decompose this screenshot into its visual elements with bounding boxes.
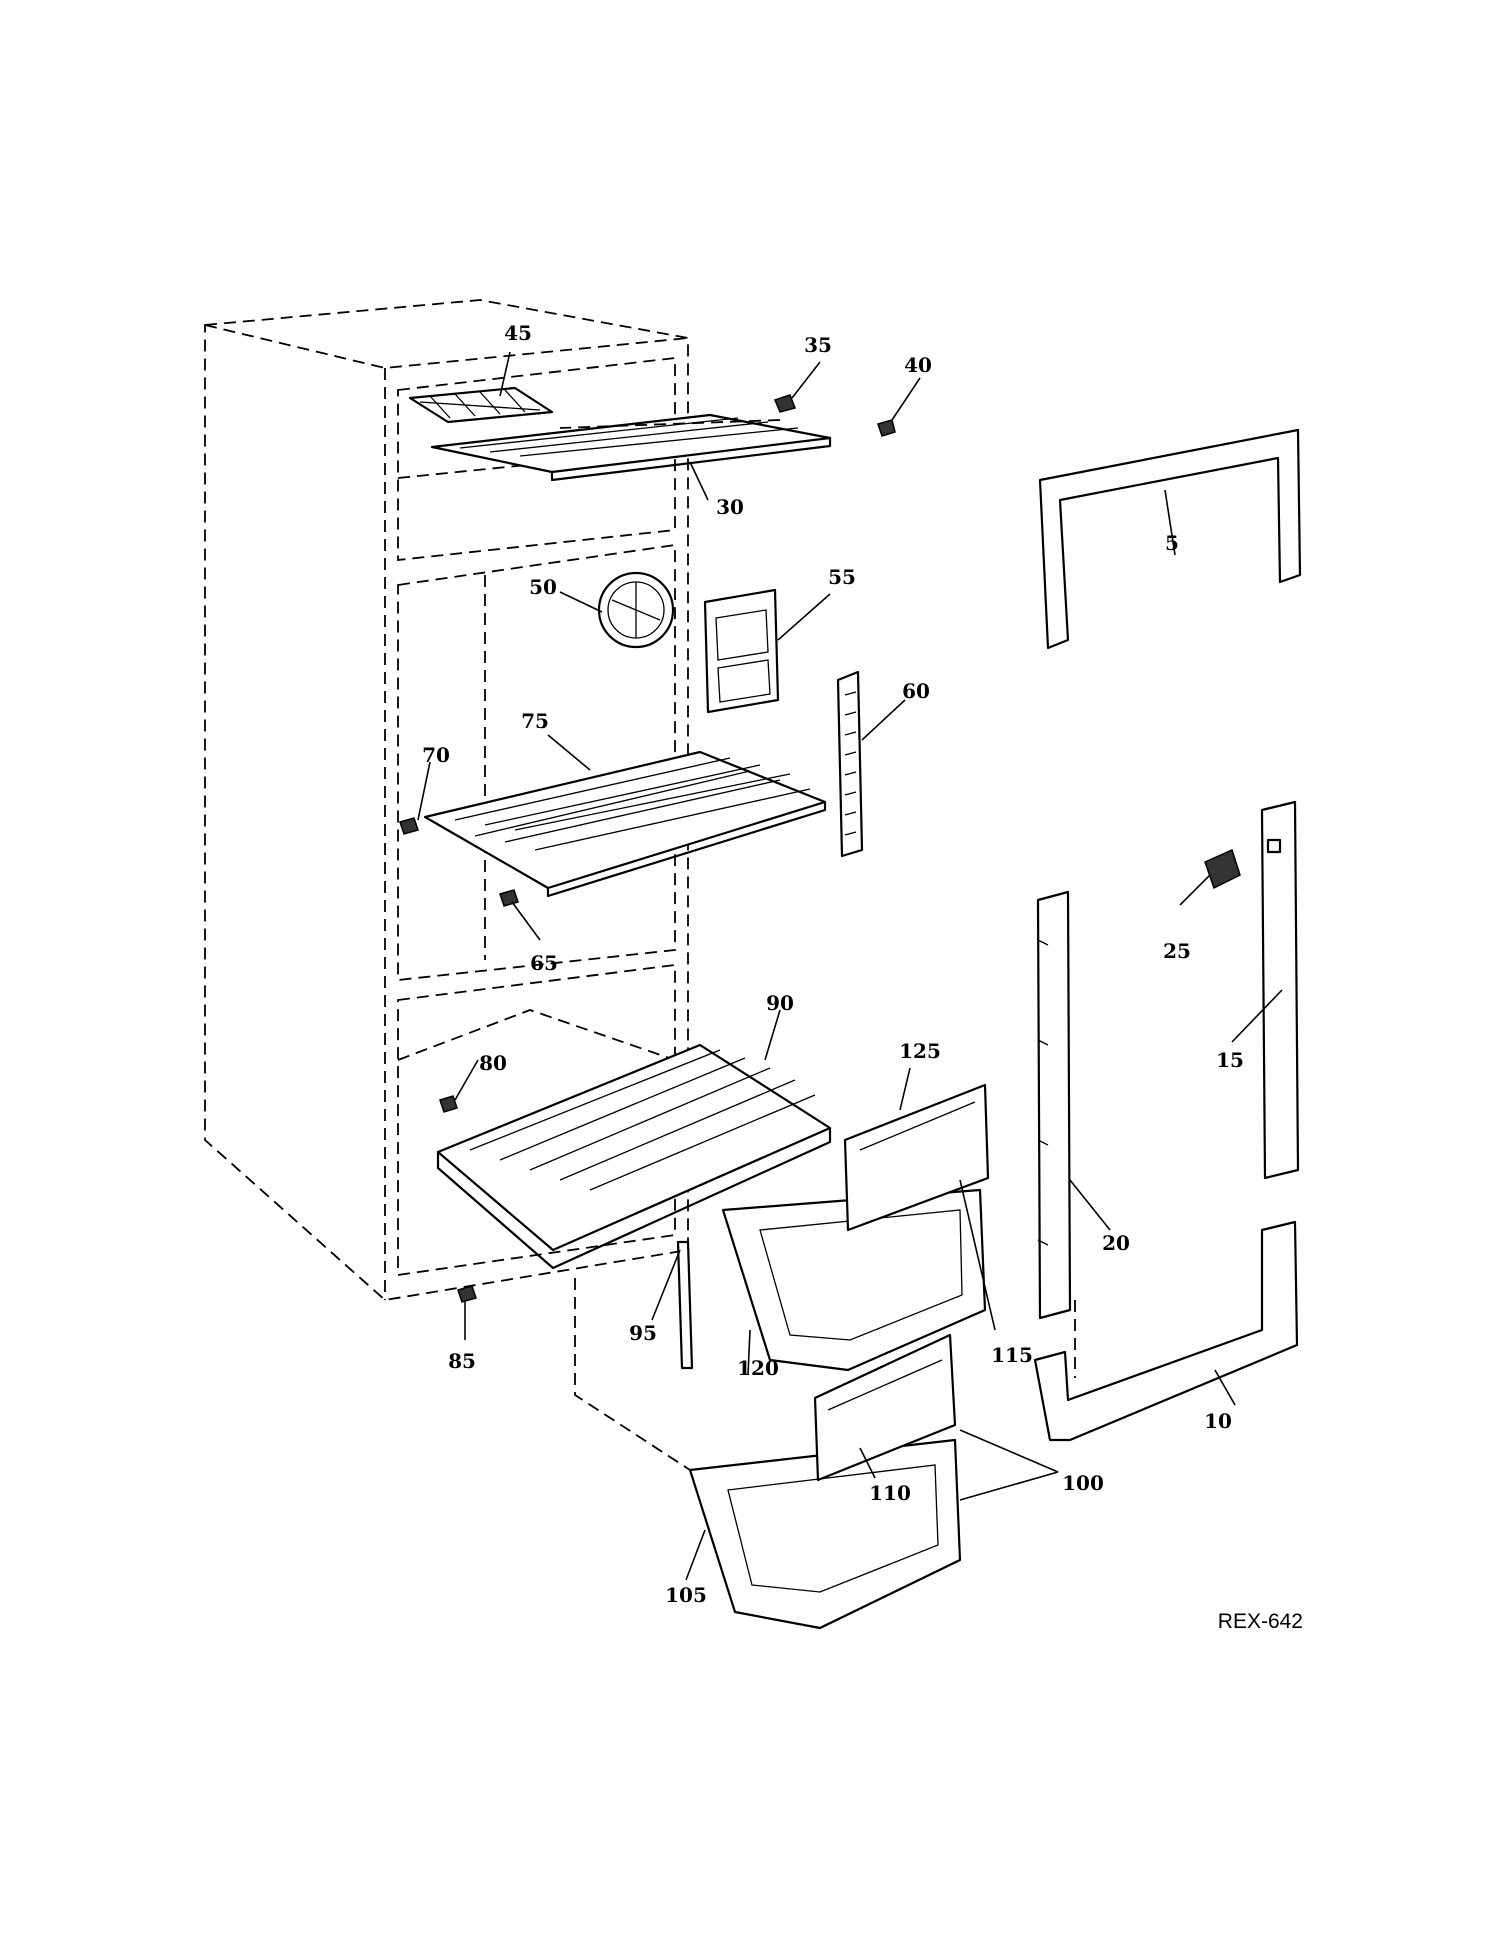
shelf-clip-part-70 xyxy=(399,817,419,835)
callout-45: 45 xyxy=(504,321,532,345)
callout-60: 60 xyxy=(902,679,930,703)
shelf-clip-part-85 xyxy=(457,1285,477,1303)
freezer-shelf-part xyxy=(430,413,832,482)
lower-crisper-pan-part xyxy=(688,1438,962,1630)
callout-40: 40 xyxy=(904,353,932,377)
callout-80: 80 xyxy=(479,1051,507,1075)
callout-10: 10 xyxy=(1204,1409,1232,1433)
upper-crisper-pan-part xyxy=(721,1188,987,1372)
control-housing-part xyxy=(703,588,780,714)
callout-90: 90 xyxy=(766,991,794,1015)
door-frame-top-part xyxy=(1038,428,1302,650)
callout-55: 55 xyxy=(828,565,856,589)
thermostat-dial-part xyxy=(597,571,675,649)
cabinet-outline xyxy=(204,299,689,1301)
callout-125: 125 xyxy=(899,1039,941,1063)
callout-30: 30 xyxy=(716,495,744,519)
callout-75: 75 xyxy=(521,709,549,733)
upper-crisper-front-part xyxy=(843,1083,990,1232)
callout-20: 20 xyxy=(1102,1231,1130,1255)
callout-105: 105 xyxy=(665,1583,707,1607)
callout-labels: 5 10 15 20 25 30 35 40 45 50 55 60 65 70… xyxy=(422,321,1303,1633)
callout-35: 35 xyxy=(804,333,832,357)
callout-65: 65 xyxy=(530,951,558,975)
screw-part-35 xyxy=(773,394,796,413)
callout-5: 5 xyxy=(1165,531,1179,555)
callout-95: 95 xyxy=(629,1321,657,1345)
callout-120: 120 xyxy=(737,1356,779,1380)
callout-50: 50 xyxy=(529,575,557,599)
ice-tray-part xyxy=(408,386,554,424)
leader-lines xyxy=(417,351,1283,1581)
shelf-clip-part-65 xyxy=(499,889,519,907)
callout-25: 25 xyxy=(1163,939,1191,963)
callout-115: 115 xyxy=(991,1343,1033,1367)
support-rod-part xyxy=(676,1240,694,1370)
crisper-cover-part xyxy=(436,1043,832,1270)
callout-85: 85 xyxy=(448,1349,476,1373)
callout-100: 100 xyxy=(1062,1471,1104,1495)
shelf-support-part xyxy=(836,670,864,858)
callout-110: 110 xyxy=(869,1481,911,1505)
fresh-food-shelf-part xyxy=(423,750,827,898)
reference-code: REX-642 xyxy=(1218,1610,1303,1633)
shelf-clip-part-80 xyxy=(439,1095,458,1113)
lower-crisper-front-part xyxy=(813,1333,957,1482)
screw-part-40 xyxy=(877,419,896,437)
door-frame-bottom-part xyxy=(1033,1220,1299,1442)
callout-15: 15 xyxy=(1216,1048,1244,1072)
door-frame-right-part xyxy=(1260,800,1300,1180)
door-frame-left-part xyxy=(1036,890,1072,1320)
hinge-part xyxy=(1204,848,1241,890)
callout-70: 70 xyxy=(422,743,450,767)
